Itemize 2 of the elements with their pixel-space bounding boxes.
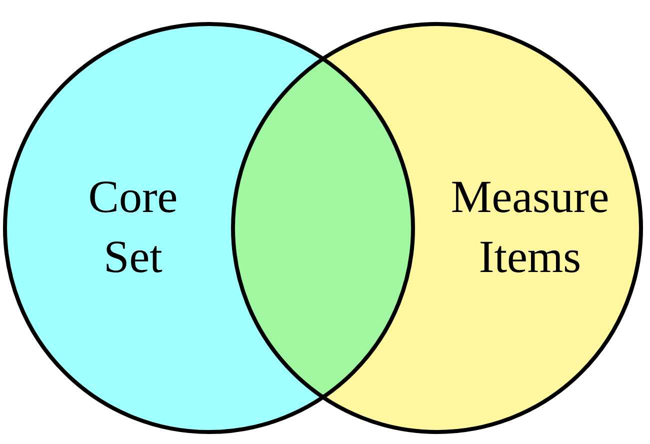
circle-label: Measure Items — [450, 170, 610, 284]
circle-label: Core Set — [87, 170, 179, 284]
